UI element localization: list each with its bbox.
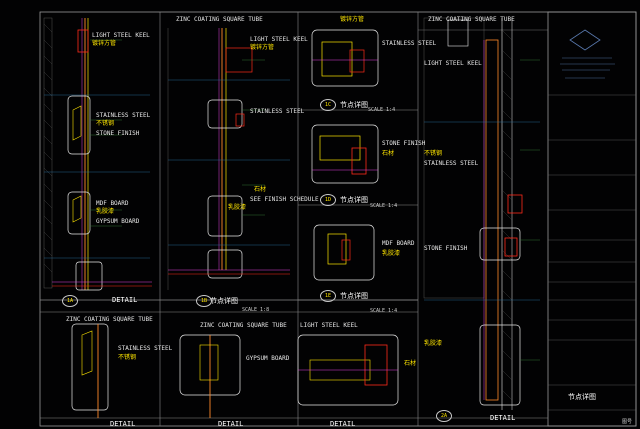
detail-title-3c: DETAIL: [330, 420, 356, 428]
note-tube-5: ZINC COATING SQUARE TUBE: [66, 316, 153, 323]
note-light-steel-2: LIGHT STEEL KEEL: [250, 36, 308, 43]
detail-id-1c: 1C: [320, 99, 336, 111]
note-cn-stainless-5: 不锈钢: [118, 354, 137, 361]
note-cn-stone-3: 石材: [382, 150, 395, 157]
note-tube-6: ZINC COATING SQUARE TUBE: [200, 322, 287, 329]
note-stainless-5: STAINLESS STEEL: [118, 345, 173, 352]
detail-title-1b: 节点详图: [210, 297, 238, 305]
note-stainless-4: STAINLESS STEEL: [424, 160, 479, 167]
detail-scale-1c: SCALE 1:4: [368, 107, 396, 113]
sheet-title: 节点详图: [568, 393, 596, 401]
note-light-steel-1: LIGHT STEEL KEEL: [92, 32, 150, 39]
note-tube-2: ZINC COATING SQUARE TUBE: [176, 16, 263, 23]
note-cn-paint-4: 乳胶漆: [424, 340, 443, 347]
detail-scale-1d: SCALE 1:4: [370, 203, 398, 209]
note-stainless-2: STAINLESS STEEL: [250, 108, 305, 115]
note-gypsum-1: GYPSUM BOARD: [96, 218, 140, 225]
detail-title-1e: 节点详图: [340, 292, 368, 300]
detail-id-2a: 2A: [436, 410, 452, 422]
detail-title-3a: DETAIL: [110, 420, 136, 428]
detail-title-1a: DETAIL: [112, 296, 138, 304]
detail-id-1a: 1A: [62, 295, 78, 307]
note-light-steel-4: LIGHT STEEL KEEL: [424, 60, 482, 67]
note-light-steel-7: LIGHT STEEL KEEL: [300, 322, 358, 329]
detail-title-3b: DETAIL: [218, 420, 244, 428]
sheet-number-label: 图号: [622, 419, 633, 425]
note-cn-paint-2: 乳胶漆: [228, 204, 247, 211]
note-cn-stainless-1: 不锈钢: [96, 120, 115, 127]
note-stone-1: STONE FINISH: [96, 130, 140, 137]
note-cn-steel-3: 镀锌方管: [340, 16, 365, 23]
note-finish-2: SEE FINISH SCHEDULE: [250, 196, 319, 203]
detail-id-1b: 1B: [196, 295, 212, 307]
note-stainless-3: STAINLESS STEEL: [382, 40, 437, 47]
note-cn-paint-1: 乳胶漆: [96, 208, 115, 215]
note-gypsum-6: GYPSUM BOARD: [246, 355, 290, 362]
note-cn-steel-2: 镀锌方管: [250, 44, 275, 51]
detail-scale-1e: SCALE 1:4: [370, 308, 398, 314]
note-mdf-1: MDF BOARD: [96, 200, 129, 207]
detail-title-1d: 节点详图: [340, 196, 368, 204]
note-stone-4: STONE FINISH: [424, 245, 468, 252]
detail-id-1d: 1D: [320, 194, 336, 206]
note-stone-3: STONE FINISH: [382, 140, 426, 147]
note-cn-paint-3: 乳胶漆: [382, 250, 401, 257]
note-tube-4: ZINC COATING SQUARE TUBE: [428, 16, 515, 23]
detail-title-2a: DETAIL: [490, 414, 516, 422]
detail-scale-1b: SCALE 1:8: [242, 307, 270, 313]
note-stainless-1: STAINLESS STEEL: [96, 112, 151, 119]
detail-title-1c: 节点详图: [340, 101, 368, 109]
note-cn-stone-7: 石材: [404, 360, 417, 367]
note-cn-steel-1: 镀锌方管: [92, 40, 117, 47]
note-cn-stainless-4: 不锈钢: [424, 150, 443, 157]
detail-id-1e: 1E: [320, 290, 336, 302]
note-cn-stone-2: 石材: [254, 186, 267, 193]
note-mdf-3: MDF BOARD: [382, 240, 415, 247]
